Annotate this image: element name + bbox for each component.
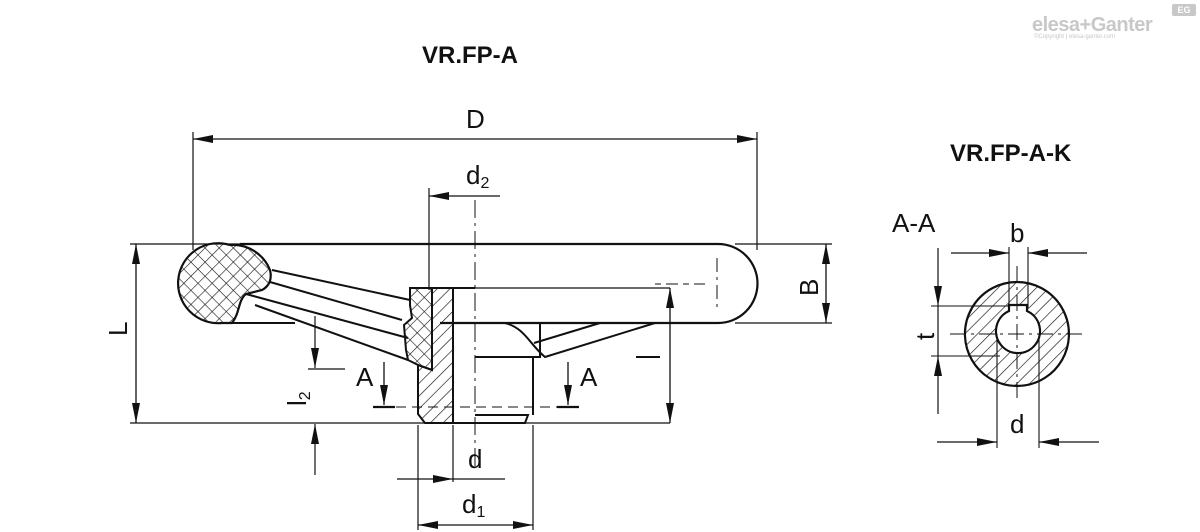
- label-d-section: d: [1010, 409, 1024, 439]
- section-view-label: A-A: [892, 208, 936, 238]
- dimension-d1: d1: [418, 425, 534, 530]
- brand-copyright: ©Copyright | elesa-ganter.com: [1034, 34, 1116, 40]
- label-d2: d2: [466, 160, 489, 192]
- dimension-d-section: d: [937, 334, 1099, 448]
- section-label-right: A: [580, 362, 598, 392]
- label-l2: l2: [282, 391, 314, 406]
- dimension-t: t: [910, 248, 1010, 414]
- hub-cross-section: [963, 280, 1071, 388]
- hub-bush-section: [417, 287, 454, 424]
- dimension-l: [470, 287, 674, 423]
- dimension-d2: d2: [428, 160, 500, 290]
- section-view-title: VR.FP-A-K: [950, 140, 1072, 167]
- label-t: t: [910, 332, 940, 340]
- brand-name: elesa+Ganter: [1032, 14, 1153, 36]
- label-D: D: [466, 104, 485, 134]
- label-d1: d1: [462, 489, 485, 521]
- section-view: A-A b t d: [892, 208, 1099, 448]
- dimension-d: d: [397, 425, 505, 530]
- main-view: D d2 L B: [103, 104, 832, 530]
- section-label-left: A: [356, 362, 374, 392]
- brand-badge: EG: [1172, 4, 1196, 16]
- spokes: [245, 269, 411, 361]
- section-marker-left: A: [356, 362, 395, 409]
- dimension-D: D: [192, 104, 758, 250]
- label-d: d: [468, 444, 482, 474]
- rim-section: [177, 242, 295, 325]
- label-b: b: [1010, 218, 1024, 248]
- section-marker-right: A: [557, 362, 598, 409]
- main-view-title: VR.FP-A: [422, 42, 518, 69]
- dimension-L: L: [103, 243, 670, 424]
- label-B: B: [794, 279, 824, 296]
- hub-outline: [380, 287, 656, 424]
- wheel-rim: [240, 242, 759, 325]
- brand-logo: elesa+Ganter ©Copyright | elesa-ganter.c…: [1030, 4, 1198, 40]
- dimension-l2: l2: [282, 316, 345, 475]
- label-L: L: [103, 322, 133, 336]
- dimension-B: B: [735, 243, 832, 324]
